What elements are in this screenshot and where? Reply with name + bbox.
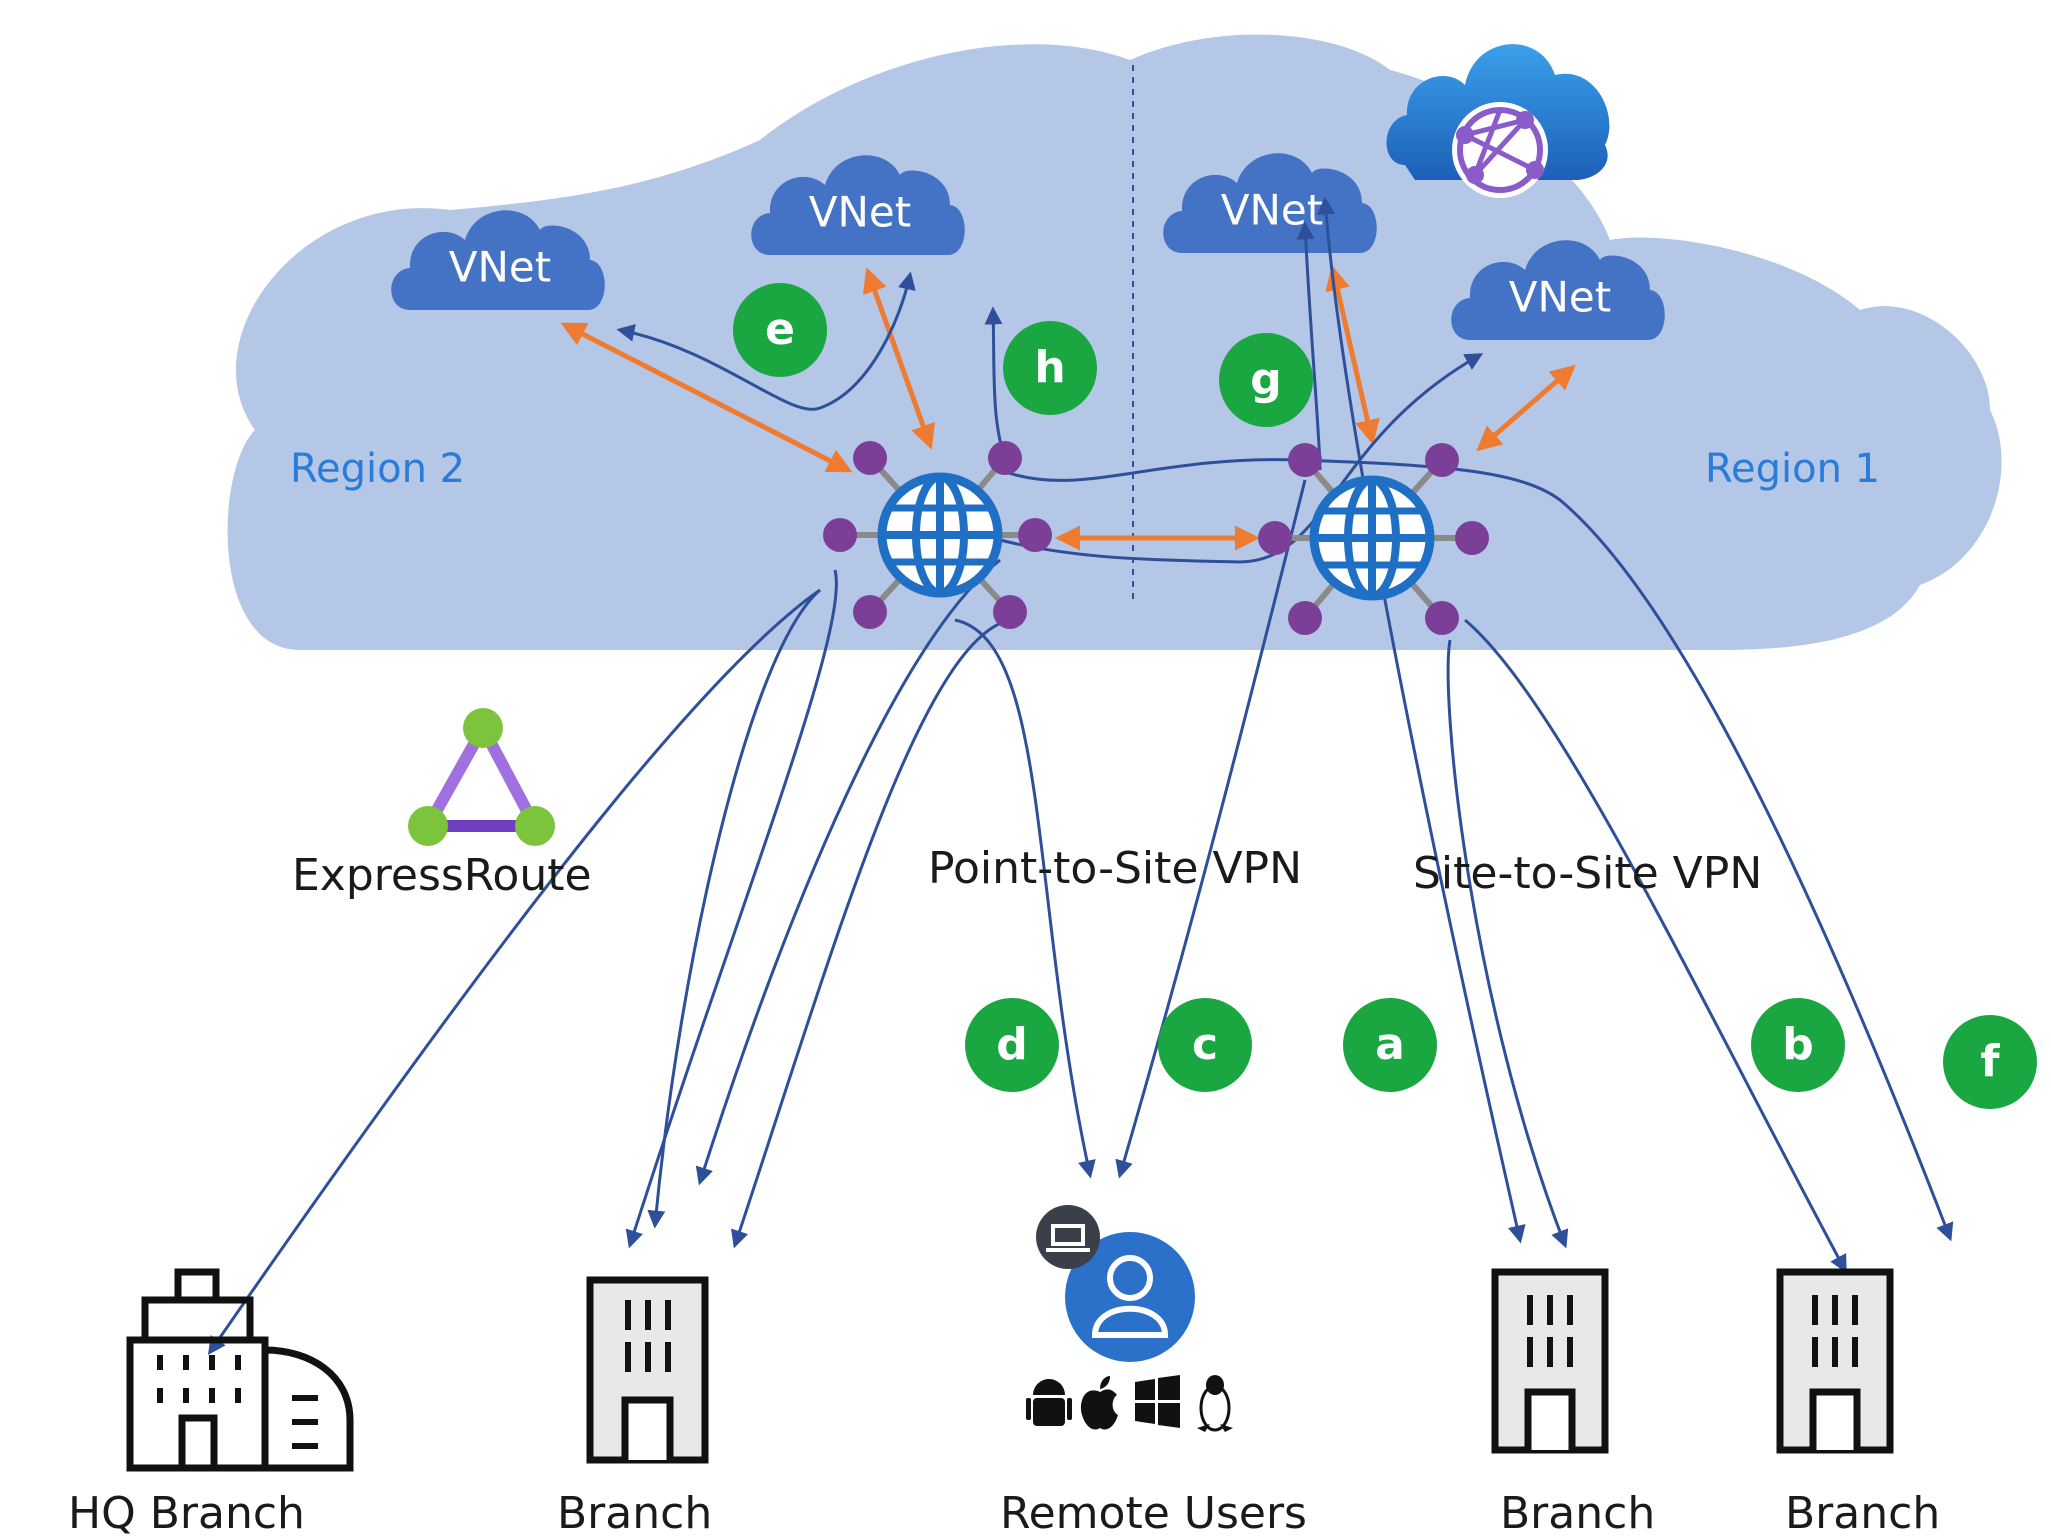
hub2-connector xyxy=(853,441,887,475)
hub2-connector xyxy=(988,441,1022,475)
path-e-branch-to-vnet xyxy=(616,271,916,411)
path-a-branch2 xyxy=(1446,639,1569,1249)
branch-1-building-icon xyxy=(586,1276,709,1464)
svg-text:a: a xyxy=(1375,1019,1405,1070)
remote-user-icon xyxy=(1065,1232,1195,1362)
route-marker-h: h xyxy=(1003,321,1097,415)
hub2-connector xyxy=(823,518,857,552)
virtual-hub-region1 xyxy=(1258,443,1489,635)
branch-3-label: Branch xyxy=(1785,1488,1940,1539)
path-branch1-a xyxy=(625,569,838,1249)
hub1-connector xyxy=(1425,601,1459,635)
virtual-wan-icon xyxy=(1386,44,1610,198)
hub1-connector xyxy=(1288,601,1322,635)
virtual-hub-region2 xyxy=(823,441,1052,629)
path-branch1-d xyxy=(731,618,1011,1249)
expressroute-icon xyxy=(408,708,555,846)
hub2-connector xyxy=(1018,518,1052,552)
svg-text:c: c xyxy=(1192,1019,1218,1070)
branch-2-label: Branch xyxy=(1500,1488,1655,1539)
hub1-connector xyxy=(1455,521,1489,555)
path-branch1-b xyxy=(647,588,821,1229)
route-marker-d: d xyxy=(965,998,1059,1092)
route-marker-b: b xyxy=(1751,998,1845,1092)
path-d-remote xyxy=(954,618,1096,1179)
svg-text:VNet: VNet xyxy=(449,243,551,292)
svg-text:b: b xyxy=(1782,1019,1814,1070)
path-branch1-c xyxy=(695,558,1001,1186)
route-marker-a: a xyxy=(1343,998,1437,1092)
hub1-connector xyxy=(1425,443,1459,477)
hq-building-icon xyxy=(126,1268,354,1472)
vnet-region2-left: VNet xyxy=(391,210,605,310)
remote-users-label: Remote Users xyxy=(1000,1488,1307,1539)
hub2-globe-icon xyxy=(877,472,1003,598)
svg-text:VNet: VNet xyxy=(1221,186,1323,235)
path-expressroute xyxy=(207,588,821,1355)
apple-icon xyxy=(1080,1376,1118,1430)
branch-3-building-icon xyxy=(1776,1268,1894,1454)
hub1-globe-icon xyxy=(1309,475,1435,601)
branch-2-building-icon xyxy=(1491,1268,1609,1454)
svg-text:g: g xyxy=(1250,354,1282,405)
route-marker-e: e xyxy=(733,283,827,377)
hq-branch-label: HQ Branch xyxy=(68,1488,305,1539)
path-g-down xyxy=(1317,196,1526,1244)
site-to-site-label: Site-to-Site VPN xyxy=(1413,848,1762,899)
windows-icon xyxy=(1135,1375,1180,1428)
hub1-connector xyxy=(1288,443,1322,477)
point-to-site-label: Point-to-Site VPN xyxy=(928,843,1302,894)
expressroute-label: ExpressRoute xyxy=(292,850,592,901)
route-marker-g: g xyxy=(1219,333,1313,427)
route-marker-f: f xyxy=(1943,1015,2037,1109)
hub2-connector xyxy=(853,595,887,629)
path-c-remote xyxy=(1115,479,1307,1179)
svg-text:f: f xyxy=(1980,1036,2000,1087)
svg-text:VNet: VNet xyxy=(809,188,911,237)
azure-cloud-background xyxy=(227,34,2002,651)
vnet-region1-right: VNet xyxy=(1451,240,1665,340)
hub2-vnet-left-link xyxy=(560,322,853,473)
svg-text:e: e xyxy=(765,304,795,355)
region-1-label: Region 1 xyxy=(1705,446,1880,492)
vnet-region2-top: VNet xyxy=(751,155,965,255)
android-icon xyxy=(1026,1379,1072,1426)
laptop-icon xyxy=(1036,1205,1100,1269)
route-marker-c: c xyxy=(1158,998,1252,1092)
region-2-label: Region 2 xyxy=(290,446,465,492)
hub1-connector xyxy=(1258,521,1292,555)
linux-icon xyxy=(1197,1375,1233,1432)
svg-text:VNet: VNet xyxy=(1509,273,1611,322)
branch-1-label: Branch xyxy=(557,1488,712,1539)
svg-text:h: h xyxy=(1034,342,1065,393)
svg-text:d: d xyxy=(996,1019,1028,1070)
path-f-cross xyxy=(999,353,1484,564)
connection-paths xyxy=(207,196,1954,1355)
hub2-connector xyxy=(993,595,1027,629)
path-h-cross xyxy=(999,458,1954,1242)
path-b-branch3 xyxy=(1464,618,1847,1274)
